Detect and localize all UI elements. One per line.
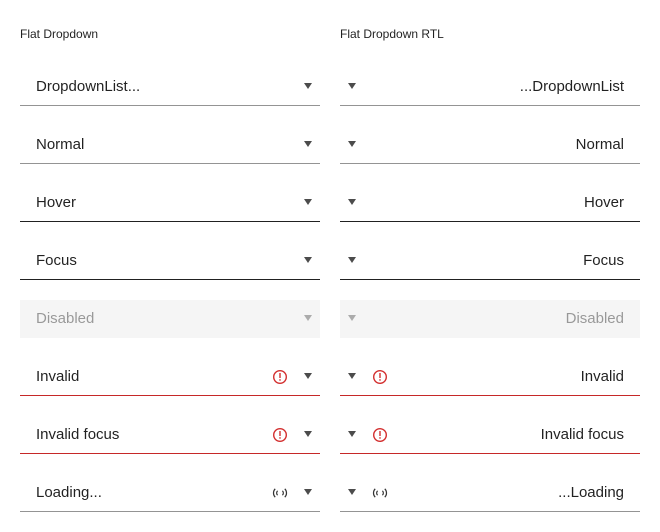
column-title: Flat Dropdown RTL [340,27,444,41]
error-circle-icon [272,369,288,385]
chevron-down-icon [304,141,312,147]
chevron-down-icon [304,431,312,437]
dropdown-label: Invalid focus [540,426,624,443]
dropdown-focus[interactable]: Focus [340,242,640,280]
dropdown-invalid-focus[interactable]: Invalid focus [340,416,640,454]
dropdown-hover[interactable]: Hover [20,184,320,222]
chevron-down-icon [348,431,356,437]
column-title: Flat Dropdown [20,27,99,41]
chevron-down-icon [304,373,312,379]
chevron-down-icon [348,141,356,147]
dropdown-label: ...DropdownList [519,78,624,95]
dropdown-label: DropdownList... [36,78,141,95]
chevron-down-icon [304,83,312,89]
dropdown-hover[interactable]: Hover [340,184,640,222]
dropdown-label: Loading... [36,484,102,501]
error-circle-icon [272,427,288,443]
chevron-down-icon [348,489,356,495]
chevron-down-icon [304,489,312,495]
dropdown-loading[interactable]: ...Loading [340,474,640,512]
dropdown-label: Invalid [580,368,624,385]
dropdown-label: Disabled [565,310,624,327]
dropdown-label: Hover [36,194,77,211]
chevron-down-icon [348,257,356,263]
dropdown-focus[interactable]: Focus [20,242,320,280]
dropdown-invalid[interactable]: Invalid [20,358,320,396]
dropdown-disabled: Disabled [20,300,320,338]
dropdown-label: Invalid focus [36,426,120,443]
chevron-down-icon [348,373,356,379]
dropdown-label: Focus [583,252,624,269]
error-circle-icon [372,427,388,443]
dropdown-invalid-focus[interactable]: Invalid focus [20,416,320,454]
dropdown-label: Invalid [36,368,80,385]
chevron-down-icon [348,315,356,321]
chevron-down-icon [304,315,312,321]
dropdown-disabled: Disabled [340,300,640,338]
loading-spinner-icon [272,488,288,498]
chevron-down-icon [348,83,356,89]
dropdown-default[interactable]: ...DropdownList [340,68,640,106]
dropdown-invalid[interactable]: Invalid [340,358,640,396]
dropdown-normal[interactable]: Normal [20,126,320,164]
dropdown-label: ...Loading [558,484,624,501]
dropdown-label: Disabled [36,310,95,327]
dropdown-normal[interactable]: Normal [340,126,640,164]
chevron-down-icon [304,199,312,205]
dropdown-default[interactable]: DropdownList... [20,68,320,106]
loading-spinner-icon [372,488,388,498]
dropdown-loading[interactable]: Loading... [20,474,320,512]
dropdown-label: Normal [36,136,85,153]
dropdown-label: Hover [583,194,624,211]
chevron-down-icon [304,257,312,263]
dropdown-label: Focus [36,252,77,269]
chevron-down-icon [348,199,356,205]
dropdown-label: Normal [575,136,624,153]
error-circle-icon [372,369,388,385]
